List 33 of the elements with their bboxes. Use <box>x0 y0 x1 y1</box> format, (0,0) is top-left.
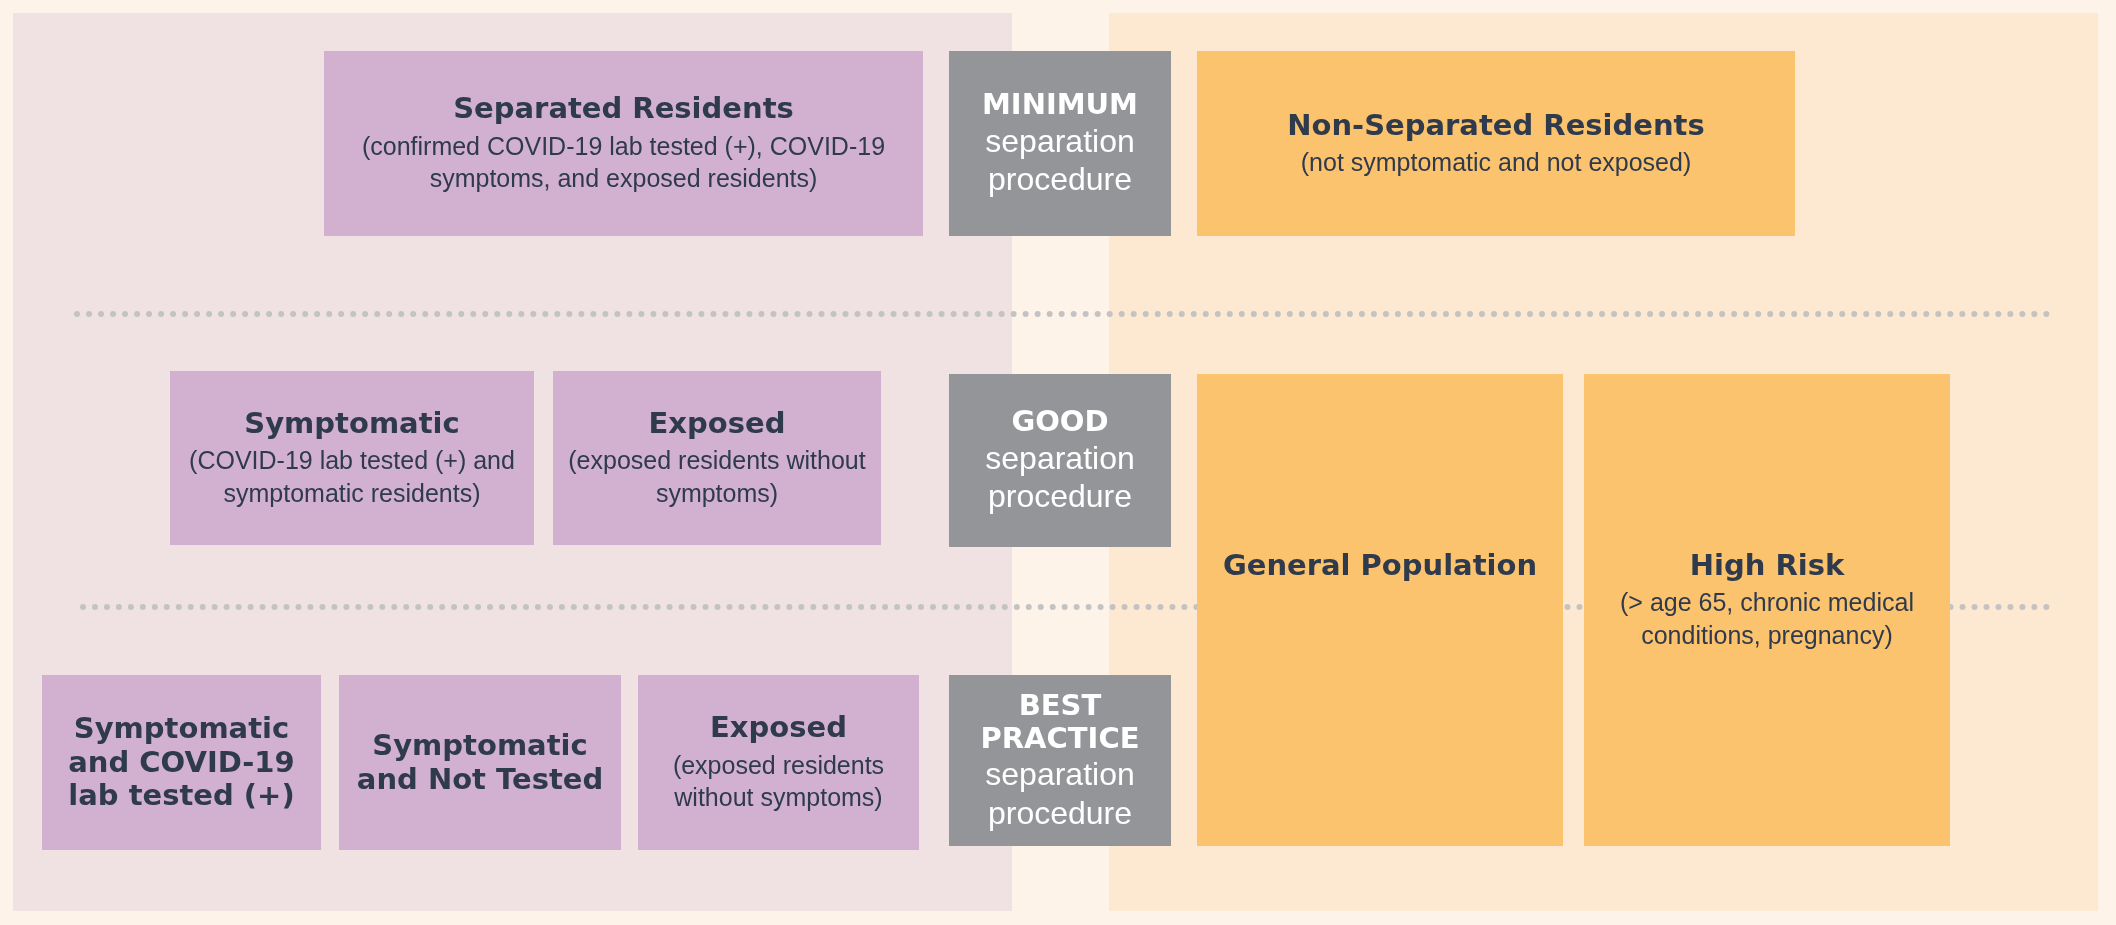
procedure-label: separation procedure <box>984 121 1136 199</box>
resident-group-box <box>1197 51 1795 236</box>
group-title: Exposed <box>710 711 847 745</box>
resident-group-box <box>638 675 919 850</box>
resident-group-box <box>1197 374 1563 846</box>
procedure-label: separation procedure <box>984 438 1136 516</box>
group-description: (> age 65, chronic medical conditions, pregnancy) <box>1619 587 1915 651</box>
group-title: Exposed <box>648 406 786 441</box>
group-description: (confirmed COVID-19 lab tested (+), COVID-19 symptoms, and exposed residents) <box>360 130 887 195</box>
group-description: (not symptomatic and not exposed) <box>1300 146 1692 178</box>
resident-group-box <box>339 675 621 850</box>
group-title: Symptomatic and Not Tested <box>355 729 605 796</box>
group-description: (exposed residents without symptoms) <box>671 749 886 814</box>
group-description: (COVID-19 lab tested (+) and symptomatic residents) <box>188 445 516 509</box>
group-title: Symptomatic and COVID-19 lab tested (+) <box>67 712 296 813</box>
procedure-level-label: MINIMUM <box>982 88 1138 122</box>
group-description: (exposed residents without symptoms) <box>567 445 867 509</box>
group-title: General Population <box>1222 549 1538 583</box>
resident-group-box <box>553 371 881 545</box>
group-title: Symptomatic <box>244 406 460 441</box>
group-title: Non-Separated Residents <box>1287 108 1705 142</box>
procedure-level-box <box>949 675 1171 846</box>
resident-group-box <box>42 675 321 850</box>
procedure-level-box <box>949 374 1171 547</box>
procedure-label: separation procedure <box>984 755 1136 833</box>
resident-group-box <box>1584 374 1950 846</box>
group-title: High Risk <box>1689 549 1845 583</box>
procedure-level-box <box>949 51 1171 236</box>
procedure-level-label: BEST PRACTICE <box>979 688 1141 756</box>
group-title: Separated Residents <box>453 92 794 126</box>
resident-group-box <box>170 371 534 545</box>
resident-group-box <box>324 51 923 236</box>
procedure-level-label: GOOD <box>1011 405 1109 439</box>
